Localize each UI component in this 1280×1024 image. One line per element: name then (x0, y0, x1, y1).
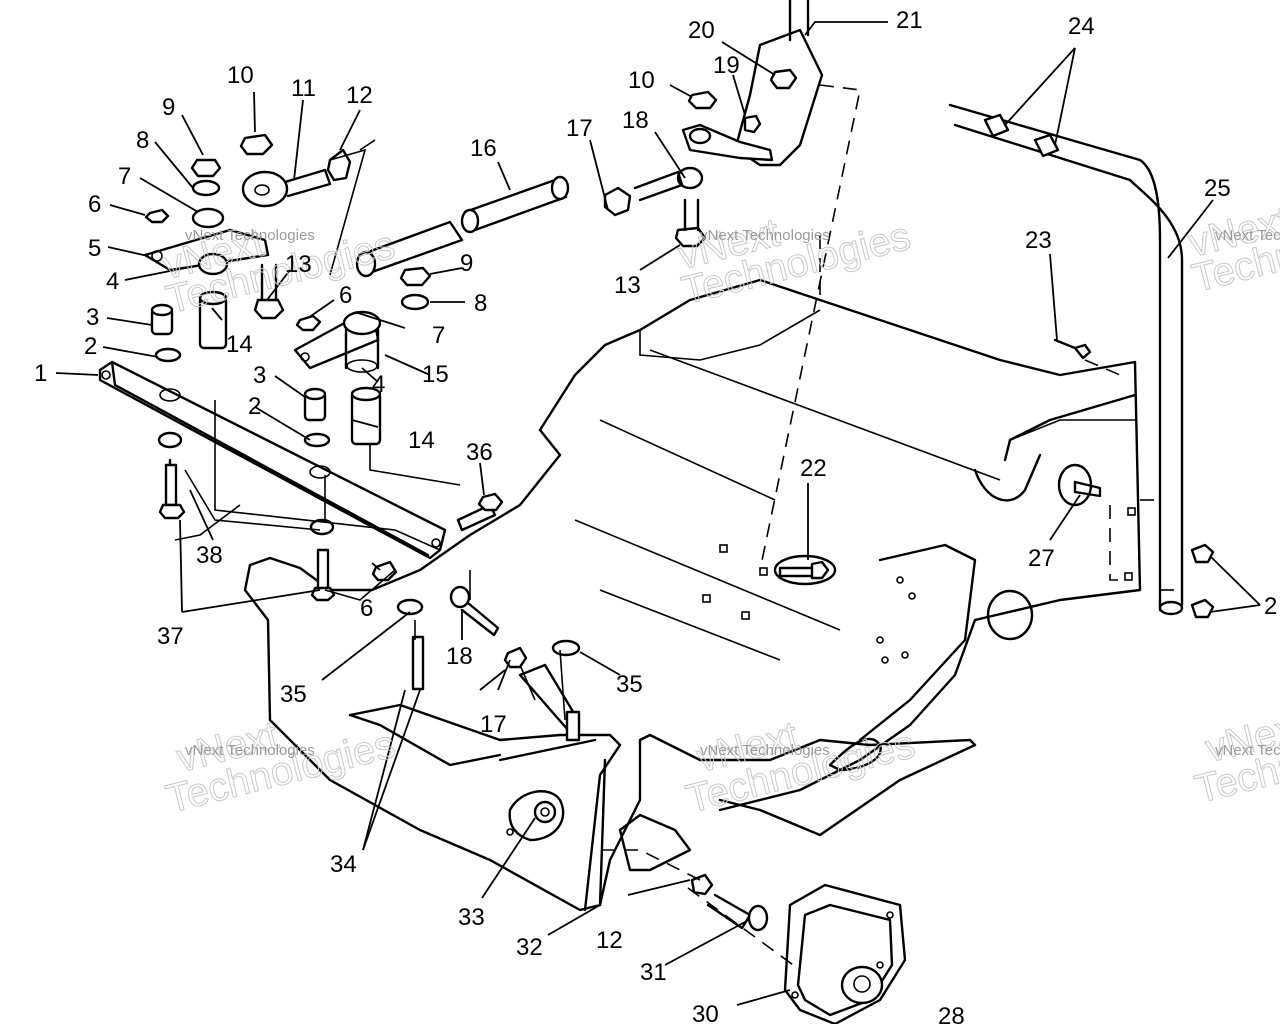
callout-label: 10 (628, 67, 655, 94)
callout-label: 19 (713, 52, 740, 79)
leader-lines (55, 21, 1261, 1006)
callout-label: 6 (88, 191, 101, 218)
tie-rod-end-11 (239, 133, 352, 320)
callout-label: 35 (616, 671, 643, 698)
callout-label: 17 (480, 711, 507, 738)
callout-label: 18 (446, 643, 473, 670)
watermark-text: vNext Technologies (700, 227, 830, 244)
callout-label: 32 (516, 934, 543, 961)
watermark-text: vNext Technologies (700, 742, 830, 759)
steering-arm-right (293, 266, 432, 448)
assembly-dashed-lines (600, 84, 1180, 971)
callout-label: 13 (285, 251, 312, 278)
callout-label: 18 (622, 107, 649, 134)
callout-label: 7 (118, 163, 131, 190)
assembly-lines (174, 139, 566, 721)
callout-label: 4 (106, 268, 119, 295)
callout-label: 12 (596, 927, 623, 954)
callout-label: 8 (136, 127, 149, 154)
callout-label: 10 (227, 62, 254, 89)
callout-label: 12 (346, 82, 373, 109)
callout-label: 14 (226, 331, 253, 358)
callout-label: 9 (460, 250, 473, 277)
callout-label: 21 (896, 7, 923, 34)
callout-label: 25 (1204, 175, 1231, 202)
callout-label: 30 (692, 1001, 719, 1024)
callout-label: 14 (408, 427, 435, 454)
callout-label: 17 (566, 115, 593, 142)
watermark-text: vNext Technologies (185, 742, 315, 759)
callout-label: 6 (339, 282, 352, 309)
callout-label: 13 (614, 272, 641, 299)
callout-label: 35 (280, 681, 307, 708)
cross-bar-part-1 (98, 360, 447, 560)
watermark-text: vNext Technologies (1215, 742, 1280, 759)
callout-label: 31 (640, 959, 667, 986)
callout-label: 8 (474, 290, 487, 317)
callout-label: 2 (1264, 593, 1277, 620)
callout-label: 22 (800, 455, 827, 482)
callout-labels: 1 2 2 3 3 4 4 5 6 6 6 7 7 8 8 9 9 10 10 … (34, 7, 1277, 1024)
callout-label: 23 (1025, 227, 1052, 254)
callout-label: 15 (422, 361, 449, 388)
callout-label: 2 (84, 333, 97, 360)
callout-label: 9 (162, 94, 175, 121)
callout-label: 5 (88, 235, 101, 262)
handlebar-tube-25 (948, 103, 1215, 619)
callout-label: 27 (1028, 545, 1055, 572)
callout-label: 6 (360, 595, 373, 622)
callout-label: 3 (253, 362, 266, 389)
callout-label: 2 (248, 393, 261, 420)
callout-label: 20 (688, 17, 715, 44)
callout-label: 37 (157, 623, 184, 650)
callout-label: 3 (86, 304, 99, 331)
hardware-lower (157, 338, 1102, 1024)
callout-label: 36 (466, 439, 493, 466)
watermark-text: vNext Technologies (1215, 227, 1280, 244)
watermark-text: vNext Technologies (185, 227, 315, 244)
callout-label: 11 (291, 75, 316, 102)
callout-label: 7 (432, 322, 445, 349)
callout-label: 4 (372, 371, 385, 398)
steering-arm-left (143, 158, 270, 363)
callout-label: 33 (458, 904, 485, 931)
tube-16 (355, 175, 570, 278)
callout-label: 1 (34, 360, 47, 387)
callout-label: 34 (330, 851, 357, 878)
callout-label: 16 (470, 135, 497, 162)
callout-label: 38 (196, 542, 223, 569)
callout-label: 28 (938, 1003, 965, 1024)
callout-label: 24 (1068, 13, 1095, 40)
